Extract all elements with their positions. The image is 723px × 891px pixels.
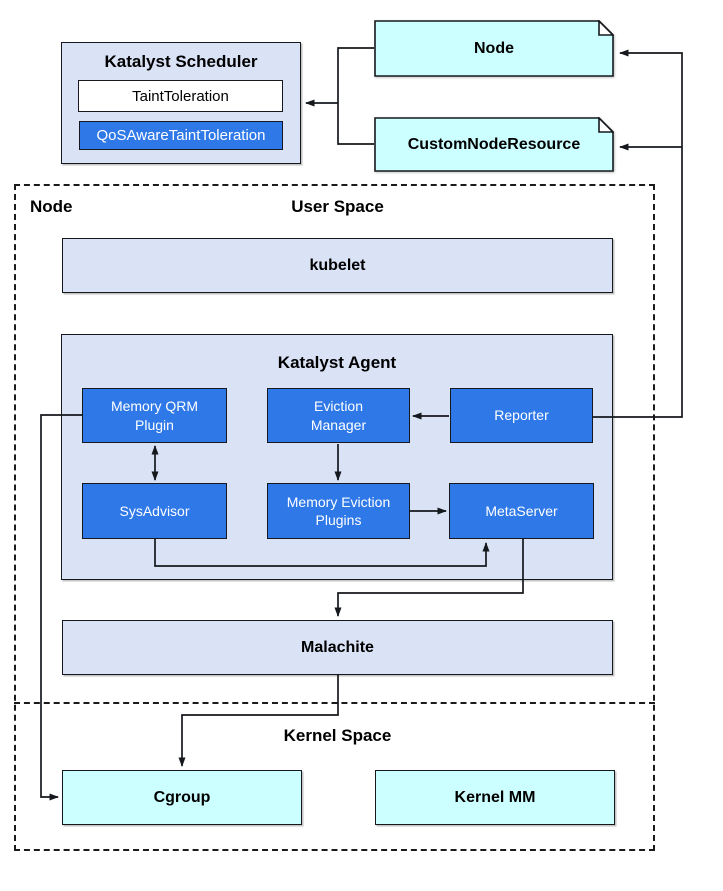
folded-corner-icon	[598, 20, 614, 36]
kernel-mm-label: Kernel MM	[454, 788, 536, 806]
node-section-label: Node	[30, 197, 73, 216]
kubelet-label: kubelet	[309, 256, 366, 274]
qos-aware-taint-toleration-label: QoSAwareTaintToleration	[96, 127, 266, 144]
taint-toleration-label: TaintToleration	[132, 87, 229, 105]
node-dashed-container	[14, 184, 655, 851]
sysadvisor-box: SysAdvisor	[82, 483, 227, 539]
cgroup-box: Cgroup	[62, 770, 302, 825]
kubelet-box: kubelet	[62, 238, 613, 293]
eviction-manager-box: Eviction Manager	[267, 388, 410, 443]
metaserver-box: MetaServer	[449, 483, 594, 539]
qos-aware-taint-toleration-box: QoSAwareTaintToleration	[79, 121, 283, 150]
taint-toleration-box: TaintToleration	[78, 80, 283, 112]
eviction-manager-label: Eviction Manager	[310, 398, 367, 433]
node-crd-label: Node	[474, 39, 514, 57]
sysadvisor-label: SysAdvisor	[119, 502, 190, 519]
custom-node-resource-label: CustomNodeResource	[407, 135, 581, 153]
katalyst-agent-title: Katalyst Agent	[277, 353, 397, 372]
memory-eviction-plugins-label: Memory Eviction Plugins	[286, 493, 391, 528]
memory-qrm-plugin-label: Memory QRM Plugin	[110, 398, 199, 433]
katalyst-agent-box: Katalyst Agent	[61, 334, 613, 580]
custom-node-resource-note: CustomNodeResource	[374, 117, 614, 172]
kernel-mm-box: Kernel MM	[375, 770, 615, 825]
user-space-label: User Space	[291, 197, 384, 216]
memory-eviction-plugins-box: Memory Eviction Plugins	[267, 483, 410, 539]
note-shape	[374, 20, 614, 77]
metaserver-label: MetaServer	[485, 502, 558, 519]
malachite-box: Malachite	[62, 620, 613, 675]
katalyst-scheduler-title: Katalyst Scheduler	[104, 52, 258, 71]
memory-qrm-plugin-box: Memory QRM Plugin	[82, 388, 227, 443]
katalyst-scheduler-box: Katalyst Scheduler TaintToleration QoSAw…	[61, 42, 301, 164]
reporter-label: Reporter	[494, 407, 549, 424]
node-crd-note: Node	[374, 20, 614, 77]
reporter-box: Reporter	[450, 388, 593, 443]
cgroup-label: Cgroup	[153, 788, 211, 806]
kernel-space-divider	[14, 702, 655, 704]
malachite-label: Malachite	[301, 638, 374, 656]
crd-to-scheduler-bracket	[337, 47, 374, 145]
